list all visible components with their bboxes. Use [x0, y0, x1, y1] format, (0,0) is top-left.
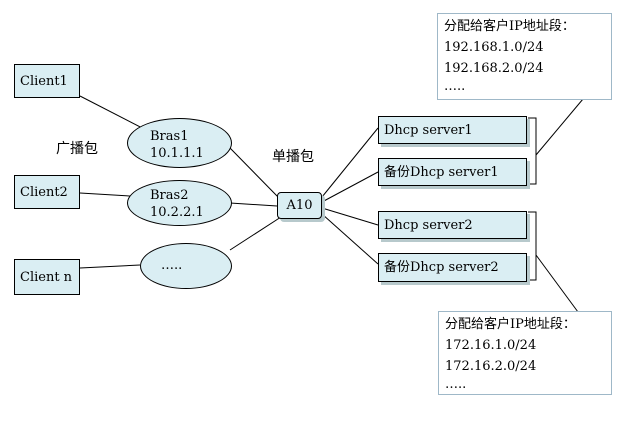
link-clientn-bras3: [79, 264, 141, 269]
bras-node-2: Bras2 10.2.2.1: [127, 180, 232, 226]
client-node-2: Client2: [14, 175, 80, 209]
client-label: Client2: [20, 184, 68, 200]
link-a10-backup1: [321, 171, 379, 203]
callout-line-1: [535, 98, 584, 156]
bras-name: Bras1: [150, 129, 189, 144]
dhcp-server1-node: Dhcp server1: [378, 116, 527, 144]
bras-ip: 10.2.2.1: [150, 205, 204, 220]
backup-dhcp-server2-node: 备份Dhcp server2: [378, 253, 527, 282]
unicast-label: 单播包: [272, 149, 314, 165]
bras-node-1: Bras1 10.1.1.1: [127, 118, 232, 168]
bras-name: Bras2: [150, 188, 189, 203]
link-bras1-a10: [229, 147, 280, 199]
client-label: Client n: [20, 269, 73, 285]
note-line: 192.168.2.0/24: [444, 61, 544, 76]
note-line: 172.16.1.0/24: [445, 338, 537, 353]
bras-name: …..: [161, 258, 183, 273]
link-bras3-a10: [229, 216, 282, 251]
note-title: 分配给客户IP地址段：: [445, 317, 576, 332]
dhcp-server2-node: Dhcp server2: [378, 211, 527, 239]
note-line: 192.168.1.0/24: [444, 40, 544, 55]
note-line: 172.16.2.0/24: [445, 359, 537, 374]
client-node-n: Client n: [14, 259, 80, 295]
bras-ip: 10.1.1.1: [150, 146, 204, 161]
a10-label: A10: [286, 198, 313, 213]
bracket-group1: [528, 117, 537, 185]
bras-node-3: …..: [140, 243, 232, 289]
a10-node: A10: [277, 192, 322, 219]
server-label: 备份Dhcp server1: [384, 164, 499, 180]
bracket-group2: [528, 211, 537, 281]
server-label: Dhcp server2: [384, 217, 473, 233]
ip-range-note-2: 分配给客户IP地址段： 172.16.1.0/24 172.16.2.0/24 …: [438, 311, 612, 395]
backup-dhcp-server1-node: 备份Dhcp server1: [378, 158, 527, 186]
link-a10-backup2: [321, 213, 379, 265]
server-label: 备份Dhcp server2: [384, 260, 499, 275]
link-a10-server1: [321, 127, 379, 198]
link-client2-bras2: [79, 192, 131, 197]
link-bras2-a10: [229, 202, 278, 207]
note-line: …..: [445, 377, 467, 392]
client-label: Client1: [20, 73, 68, 89]
link-a10-server2: [321, 207, 379, 226]
server-label: Dhcp server1: [384, 122, 473, 138]
callout-line-2: [535, 254, 579, 313]
note-line: …..: [444, 79, 466, 94]
client-node-1: Client1: [14, 64, 80, 98]
broadcast-label: 广播包: [56, 141, 98, 157]
note-title: 分配给客户IP地址段：: [444, 19, 575, 34]
ip-range-note-1: 分配给客户IP地址段： 192.168.1.0/24 192.168.2.0/2…: [437, 13, 612, 100]
